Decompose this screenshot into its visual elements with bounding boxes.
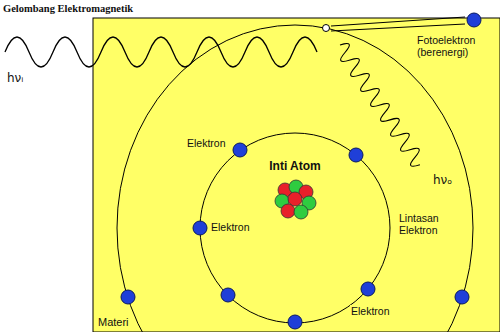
proton	[288, 192, 302, 206]
outgoing-wave	[333, 41, 426, 170]
electron-dot	[361, 282, 375, 296]
electron-label: Elektron	[350, 305, 391, 317]
electron-dot	[455, 290, 469, 304]
orbit-label: Lintasan Elektron	[398, 212, 452, 236]
photoelectron-label: Fotoelektron (berenergi)	[416, 34, 488, 58]
outer-orbit	[117, 25, 473, 332]
nucleus-label: Inti Atom	[268, 160, 322, 174]
wave-label: Gelombang Elektromagnetik	[2, 3, 134, 15]
matter-region-label: Materi	[97, 316, 130, 329]
electron-label: Elektron	[186, 137, 227, 149]
photoelectron-track	[331, 24, 465, 31]
electron-dot	[349, 148, 363, 162]
photon-energy: hνᵢ	[6, 72, 24, 86]
electron-dot	[121, 290, 135, 304]
matter-region	[93, 18, 500, 332]
inner-orbit	[200, 133, 390, 323]
proton	[281, 204, 295, 218]
electron-dot	[233, 143, 247, 157]
neutron	[294, 205, 308, 219]
photon-energy: hνₒ	[432, 174, 453, 188]
electron-dot	[288, 315, 302, 329]
incoming-wave	[5, 37, 317, 67]
electron-dot	[193, 221, 207, 235]
photoelectron-dot	[467, 13, 481, 27]
electron-vacancy	[323, 25, 330, 32]
electron-dot	[221, 288, 235, 302]
electron-label: Elektron	[210, 221, 251, 233]
